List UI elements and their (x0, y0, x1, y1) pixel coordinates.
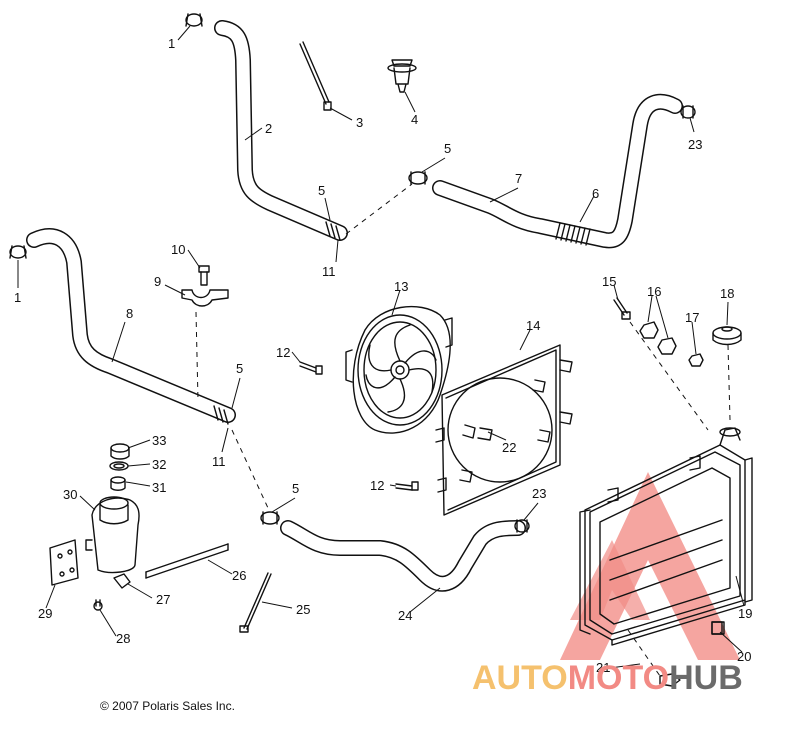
clamp-5-bottom-icon (260, 511, 280, 525)
callout-5-bottom: 5 (292, 481, 299, 496)
callout-9: 9 (154, 274, 161, 289)
cooling-fan-13 (345, 305, 453, 434)
watermark-text: AUTOMOTOHUB (472, 659, 743, 697)
hose-2 (214, 20, 348, 241)
callout-20: 20 (737, 649, 751, 664)
callout-8: 8 (126, 306, 133, 321)
callout-29: 29 (38, 606, 52, 621)
callout-1-left: 1 (14, 290, 21, 305)
svg-text:AUTOMOTOHUB: AUTOMOTOHUB (472, 659, 743, 697)
fitting-27-icon (113, 573, 131, 589)
hose-26-icon (145, 543, 229, 579)
nut-17-icon (688, 353, 704, 367)
callout-4: 4 (411, 112, 418, 127)
callout-24: 24 (398, 608, 412, 623)
callout-25: 25 (296, 602, 310, 617)
fan-shroud-14 (435, 344, 573, 516)
nut-16-icon (639, 321, 677, 355)
callout-7: 7 (515, 171, 522, 186)
radiator-cap-18-icon (712, 326, 742, 346)
neck-31-icon (110, 476, 126, 491)
callout-23-top: 23 (688, 137, 702, 152)
callout-6: 6 (592, 186, 599, 201)
callout-33: 33 (152, 433, 166, 448)
radiator-19 (579, 427, 753, 646)
callout-12-top: 12 (276, 345, 290, 360)
push-rivet-4-icon (387, 59, 417, 93)
fitting-21-icon (659, 673, 681, 687)
bolt-10-icon (198, 265, 210, 286)
cap-33-icon (110, 443, 130, 460)
leader-lines (17, 25, 745, 669)
clamp-1-left-icon (9, 245, 27, 259)
callout-16: 16 (647, 284, 661, 299)
watermark-auto: AUTO (472, 659, 568, 697)
watermark-hub: HUB (669, 659, 743, 697)
callout-28: 28 (116, 631, 130, 646)
callout-14: 14 (526, 318, 540, 333)
callout-23-mid: 23 (532, 486, 546, 501)
coolant-reservoir-30 (85, 496, 140, 574)
hose-24 (280, 520, 526, 592)
callout-26: 26 (232, 568, 246, 583)
copyright-text: © 2007 Polaris Sales Inc. (100, 699, 235, 713)
callout-27: 27 (156, 592, 170, 607)
callout-1-top: 1 (168, 36, 175, 51)
callout-17: 17 (685, 310, 699, 325)
watermark-triangle-icon (560, 472, 740, 660)
callout-3: 3 (356, 115, 363, 130)
gasket-32-icon (109, 461, 129, 471)
callout-labels: 1 1 2 3 4 5 5 5 5 6 7 8 9 10 11 11 12 12… (14, 36, 752, 675)
hose-25-icon (239, 572, 272, 633)
hose-8 (26, 228, 236, 425)
drain-plug-20-icon (711, 621, 725, 635)
bracket-9-icon (181, 289, 229, 307)
callout-19: 19 (738, 606, 752, 621)
callout-30: 30 (63, 487, 77, 502)
callout-15: 15 (602, 274, 616, 289)
callout-11-top: 11 (322, 264, 336, 279)
dashed-guides (195, 183, 731, 677)
watermark-moto: MOTO (568, 659, 669, 697)
callout-11-left: 11 (212, 454, 226, 469)
callout-5-top-right: 5 (444, 141, 451, 156)
hose-6-7 (432, 93, 683, 249)
screw-12-bottom-icon (395, 481, 419, 491)
callout-18: 18 (720, 286, 734, 301)
callout-22: 22 (502, 440, 516, 455)
screw-28-icon (93, 599, 103, 611)
clamp-23-mid-icon (514, 519, 530, 533)
clamp-23-top-icon (680, 105, 696, 119)
callout-5-top: 5 (318, 183, 325, 198)
callout-31: 31 (152, 480, 166, 495)
callout-13: 13 (394, 279, 408, 294)
callout-2: 2 (265, 121, 272, 136)
cable-tie-3-icon (299, 41, 332, 111)
callout-32: 32 (152, 457, 166, 472)
callout-5-left: 5 (236, 361, 243, 376)
callout-21: 21 (596, 660, 610, 675)
bracket-29-icon (49, 539, 79, 586)
screw-12-top-icon (299, 361, 323, 375)
screw-15-icon (613, 297, 631, 320)
clamp-5-top-icon (408, 171, 428, 185)
clamp-1-top-icon (185, 13, 203, 27)
callout-10: 10 (171, 242, 185, 257)
callout-12-bottom: 12 (370, 478, 384, 493)
